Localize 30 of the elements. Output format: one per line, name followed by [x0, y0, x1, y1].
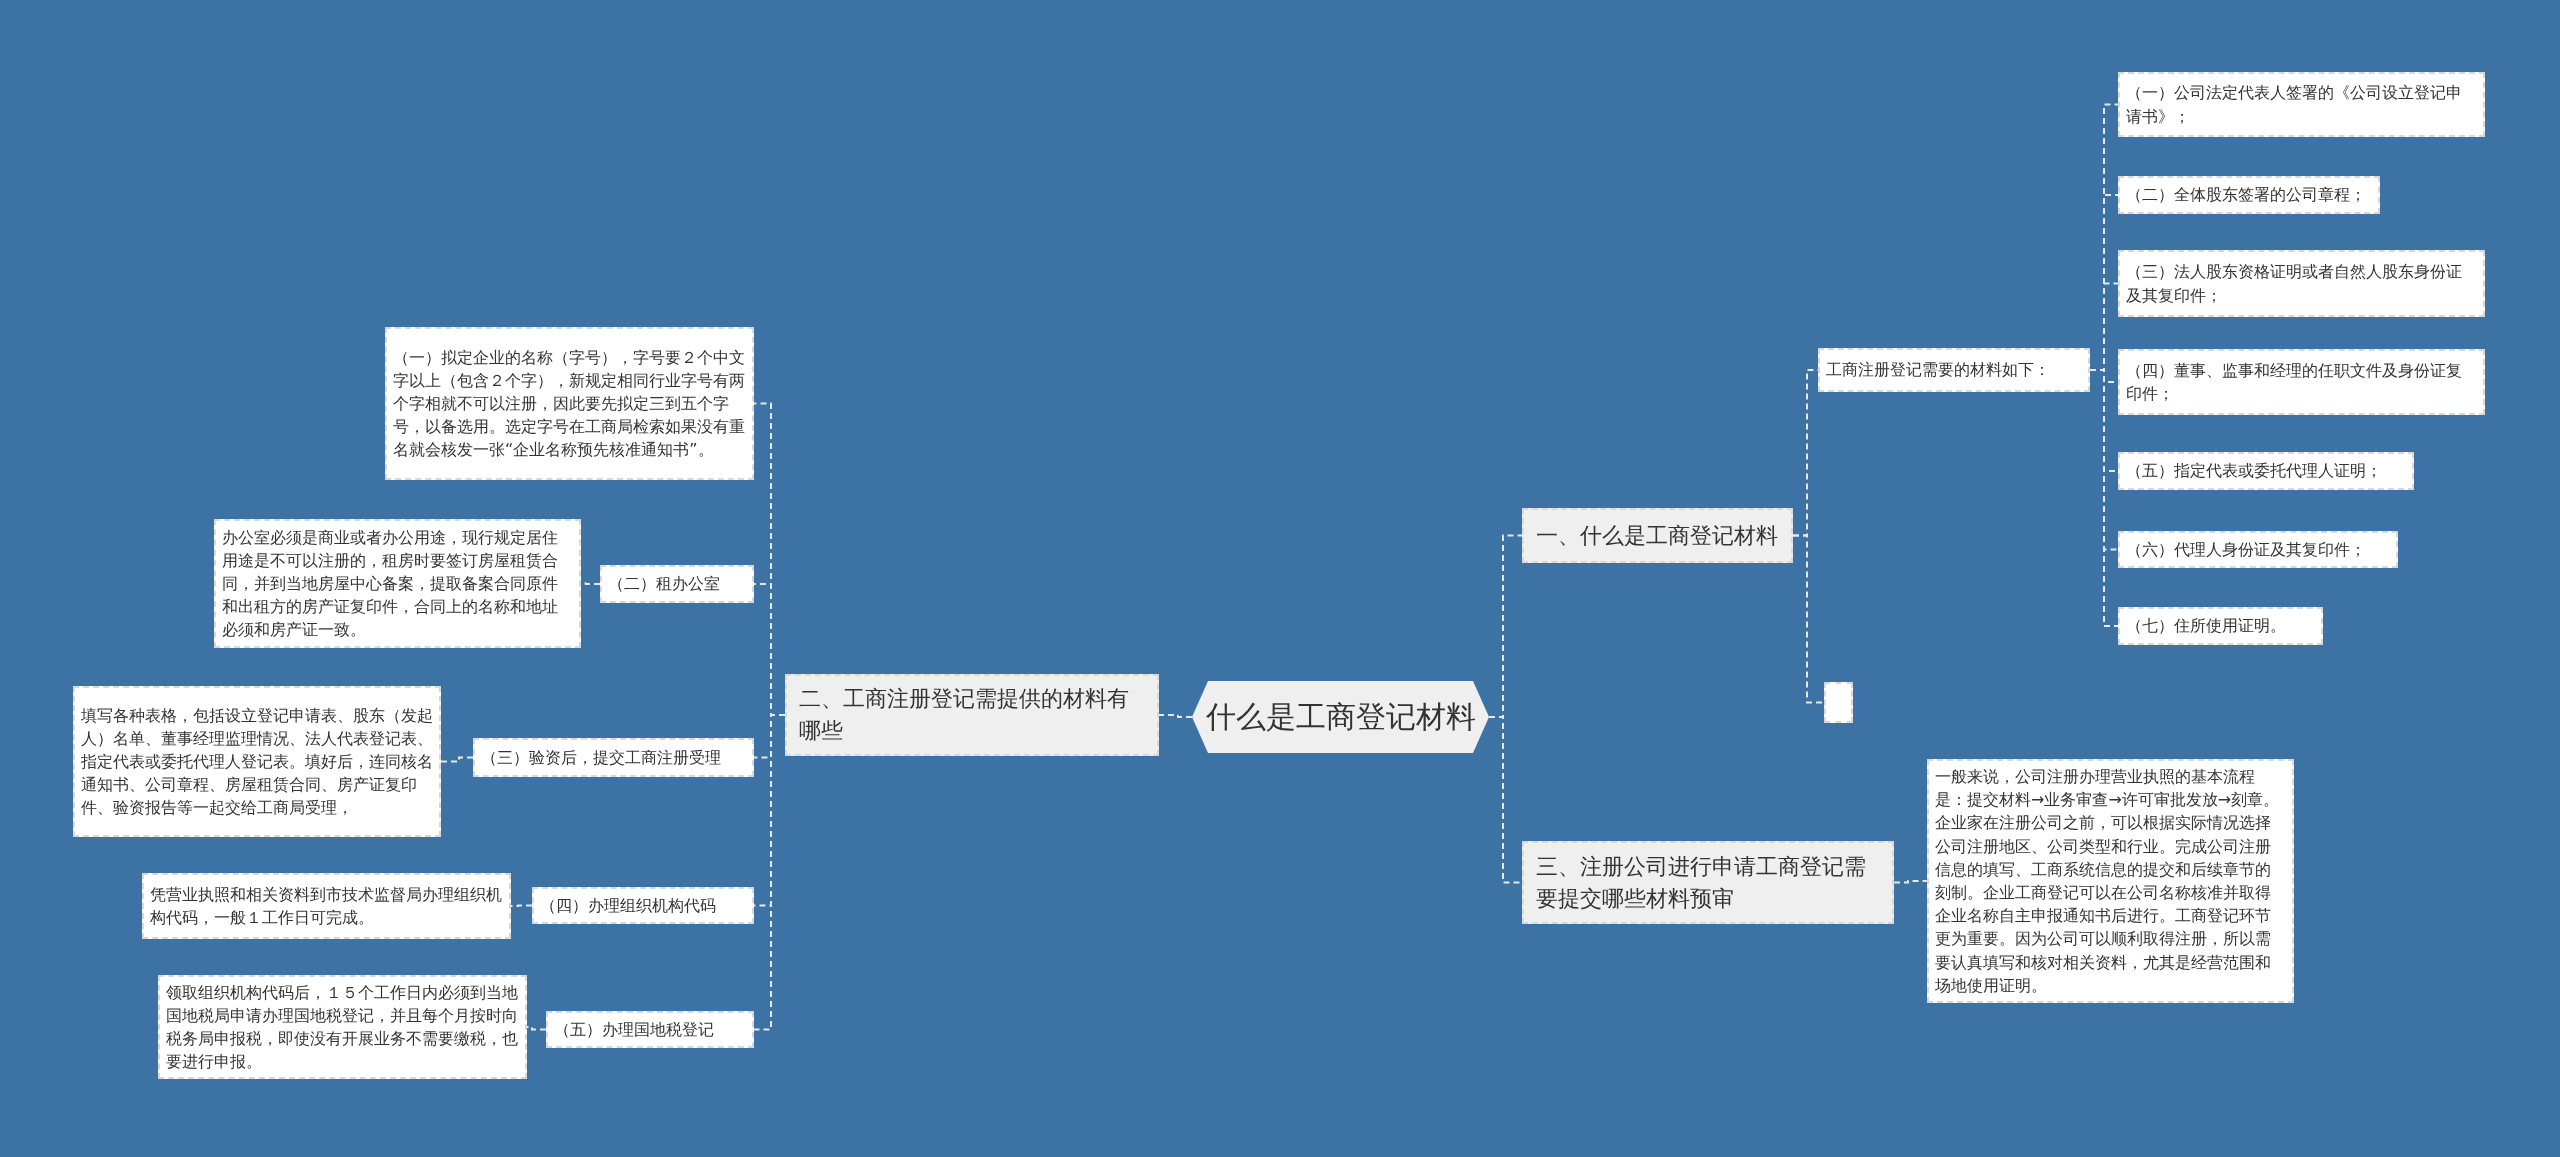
connector-line [1158, 714, 1193, 718]
subtopic-box: （五）办理国地税登记 [546, 1011, 754, 1048]
subtopic-box: （二）全体股东签署的公司章程； [2118, 176, 2380, 214]
topic-box: 一、什么是工商登记材料 [1522, 508, 1793, 563]
subtopic-box: 凭营业执照和相关资料到市技术监督局办理组织机构代码，一般１工作日可完成。 [142, 873, 511, 939]
topic-box: 二、工商注册登记需提供的材料有哪些 [785, 674, 1159, 756]
empty-box [1824, 682, 1853, 723]
central-topic-hexagon: 什么是工商登记材料 [1192, 681, 1489, 753]
subtopic-box: （五）指定代表或委托代理人证明； [2118, 452, 2414, 490]
connector-line [753, 714, 786, 1031]
subtopic-box: （三）法人股东资格证明或者自然人股东身份证及其复印件； [2118, 250, 2485, 317]
subtopic-box: （六）代理人身份证及其复印件； [2118, 531, 2398, 568]
subtopic-box: （四）办理组织机构代码 [532, 887, 754, 924]
connector-line [2089, 369, 2119, 627]
subtopic-box: （四）董事、监事和经理的任职文件及身份证复印件； [2118, 349, 2485, 415]
connector-line [440, 756, 474, 763]
subtopic-box: 一般来说，公司注册办理营业执照的基本流程是：提交材料→业务审查→许可审批发放→刻章。企业家在注册公司之前，可以根据实际情况选择公司注册地区、公司类型和行业。完成公司注册信息的填写、工商系统信息的提交和后续章节的刻制。企业工商登记可以在公司名称核准并取得企业名称自主申报通知书后进行。工商登记环节更为重要。因为公司可以顺利取得注册，所以需要认真填写和核对相关资料，尤其是经营范围和场地使用证明。 [1927, 759, 2294, 1003]
subtopic-box: 工商注册登记需要的材料如下： [1818, 348, 2090, 392]
connector-line [1792, 534, 1825, 704]
subtopic-box: 领取组织机构代码后，１５个工作日内必须到当地国地税局申请办理国地税登记，并且每个月按时向税务局申报税，即使没有开展业务不需要缴税，也要进行申报。 [158, 975, 527, 1079]
subtopic-box: （三）验资后，提交工商注册受理 [473, 738, 754, 777]
topic-box: 三、注册公司进行申请工商登记需要提交哪些材料预审 [1522, 841, 1894, 924]
subtopic-box: （七）住所使用证明。 [2118, 607, 2323, 645]
subtopic-box: （二）租办公室 [600, 565, 754, 603]
subtopic-box: （一）公司法定代表人签署的《公司设立登记申请书》； [2118, 72, 2485, 137]
subtopic-box: 办公室必须是商业或者办公用途，现行规定居住用途是不可以注册的，租房时要签订房屋租赁合同，并到当地房屋中心备案，提取备案合同原件和出租方的房产证复印件，合同上的名称和地址必须和房产证一致。 [214, 519, 581, 648]
connector-line [1488, 716, 1523, 884]
subtopic-box: （一）拟定企业的名称（字号），字号要２个中文字以上（包含２个字），新规定相同行业字号有两个字相就不可以注册，因此要先拟定三到五个字号，以备选用。选定字号在工商局检索如果没有重名就会核发一张“企业名称预先核准通知书”。 [385, 327, 754, 480]
connector-line [1893, 880, 1928, 884]
subtopic-box: 填写各种表格，包括设立登记申请表、股东（发起人）名单、董事经理监理情况、法人代表登记表、指定代表或委托代理人登记表。填好后，连同核名通知书、公司章程、房屋租赁合同、房产证复印件、验资报告等一起交给工商局受理， [73, 686, 441, 837]
